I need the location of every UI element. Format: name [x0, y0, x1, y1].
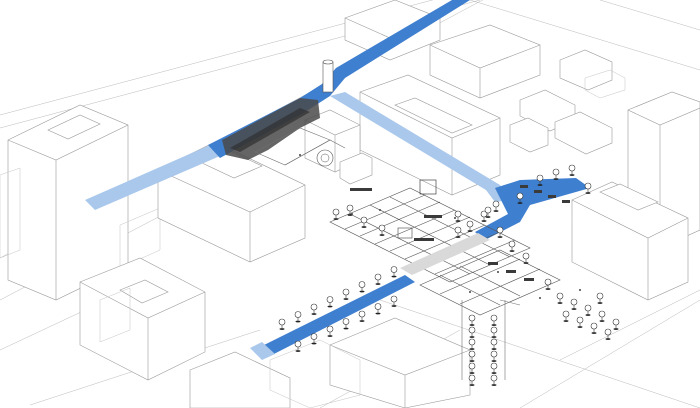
tree-icon — [590, 322, 598, 334]
tree-icon — [468, 326, 476, 338]
tree-icon — [484, 206, 492, 218]
tree-icon — [490, 374, 498, 386]
tree-icon — [326, 325, 334, 337]
tree-icon — [454, 226, 462, 238]
tree-icon — [466, 220, 474, 232]
tree-icon — [342, 288, 350, 300]
tree-icon — [342, 318, 350, 330]
building-south-west — [189, 339, 361, 408]
tree-icon — [556, 292, 564, 304]
tree-icon — [326, 296, 334, 308]
tree-icon — [496, 226, 504, 238]
building-central-block — [157, 141, 306, 263]
south-west-corridor-end — [250, 342, 275, 360]
building-block-west-low — [0, 167, 161, 269]
tree-icon — [358, 281, 366, 293]
tree-icon — [562, 310, 570, 322]
tree-icon — [596, 292, 604, 304]
building-southwest-block — [79, 257, 206, 381]
tree-icon — [492, 200, 500, 212]
tree-icon — [584, 304, 592, 316]
tree-icon — [374, 303, 382, 315]
seating-block-icon — [222, 98, 346, 167]
tree-icon — [360, 216, 368, 228]
tree-icon — [522, 252, 530, 264]
tree-icon — [310, 333, 318, 345]
tree-icon — [516, 192, 524, 204]
map-marks — [299, 154, 581, 299]
tree-icon — [612, 318, 620, 330]
tree-icon — [544, 278, 552, 290]
tree-icon — [468, 374, 476, 386]
building-tower-west — [7, 104, 129, 301]
east-link — [475, 178, 590, 240]
tree-icon — [468, 362, 476, 374]
tree-icon — [604, 328, 612, 340]
tree-icon — [568, 164, 576, 176]
tree-icon — [468, 338, 476, 350]
tree-icon — [390, 266, 398, 278]
plaza-grid — [329, 179, 561, 380]
tree-icon — [378, 224, 386, 236]
tree-icon — [468, 314, 476, 326]
tree-icon — [332, 208, 340, 220]
tree-icon — [490, 362, 498, 374]
tree-icon — [598, 310, 606, 322]
tree-icon — [576, 316, 584, 328]
tree-icon — [294, 311, 302, 323]
tree-icon — [584, 182, 592, 194]
tree-icon — [490, 314, 498, 326]
tree-icon — [390, 295, 398, 307]
tree-icon — [490, 326, 498, 338]
building-south-center — [329, 317, 471, 408]
bench-icon — [350, 185, 570, 281]
diagonal-connector — [330, 92, 510, 202]
tower-icon — [322, 59, 334, 93]
tree-icon — [454, 210, 462, 222]
tree-icon — [480, 210, 488, 222]
tree-icon — [278, 318, 286, 330]
tree-icon — [374, 273, 382, 285]
tree-icon — [278, 164, 620, 386]
tree-icon — [490, 350, 498, 362]
tree-icon — [468, 350, 476, 362]
tree-icon — [552, 168, 560, 180]
tree-icon — [570, 298, 578, 310]
tree-icon — [294, 340, 302, 352]
tree-icon — [310, 303, 318, 315]
tree-icon — [490, 338, 498, 350]
tree-icon — [358, 310, 366, 322]
building-east-mid — [571, 181, 689, 301]
building-east-boxes — [509, 49, 626, 155]
plaza-highlight — [400, 233, 490, 275]
south-west-corridor — [258, 275, 415, 356]
north-corridor-fade — [85, 145, 220, 210]
tree-icon — [536, 174, 544, 186]
tree-icon — [508, 240, 516, 252]
